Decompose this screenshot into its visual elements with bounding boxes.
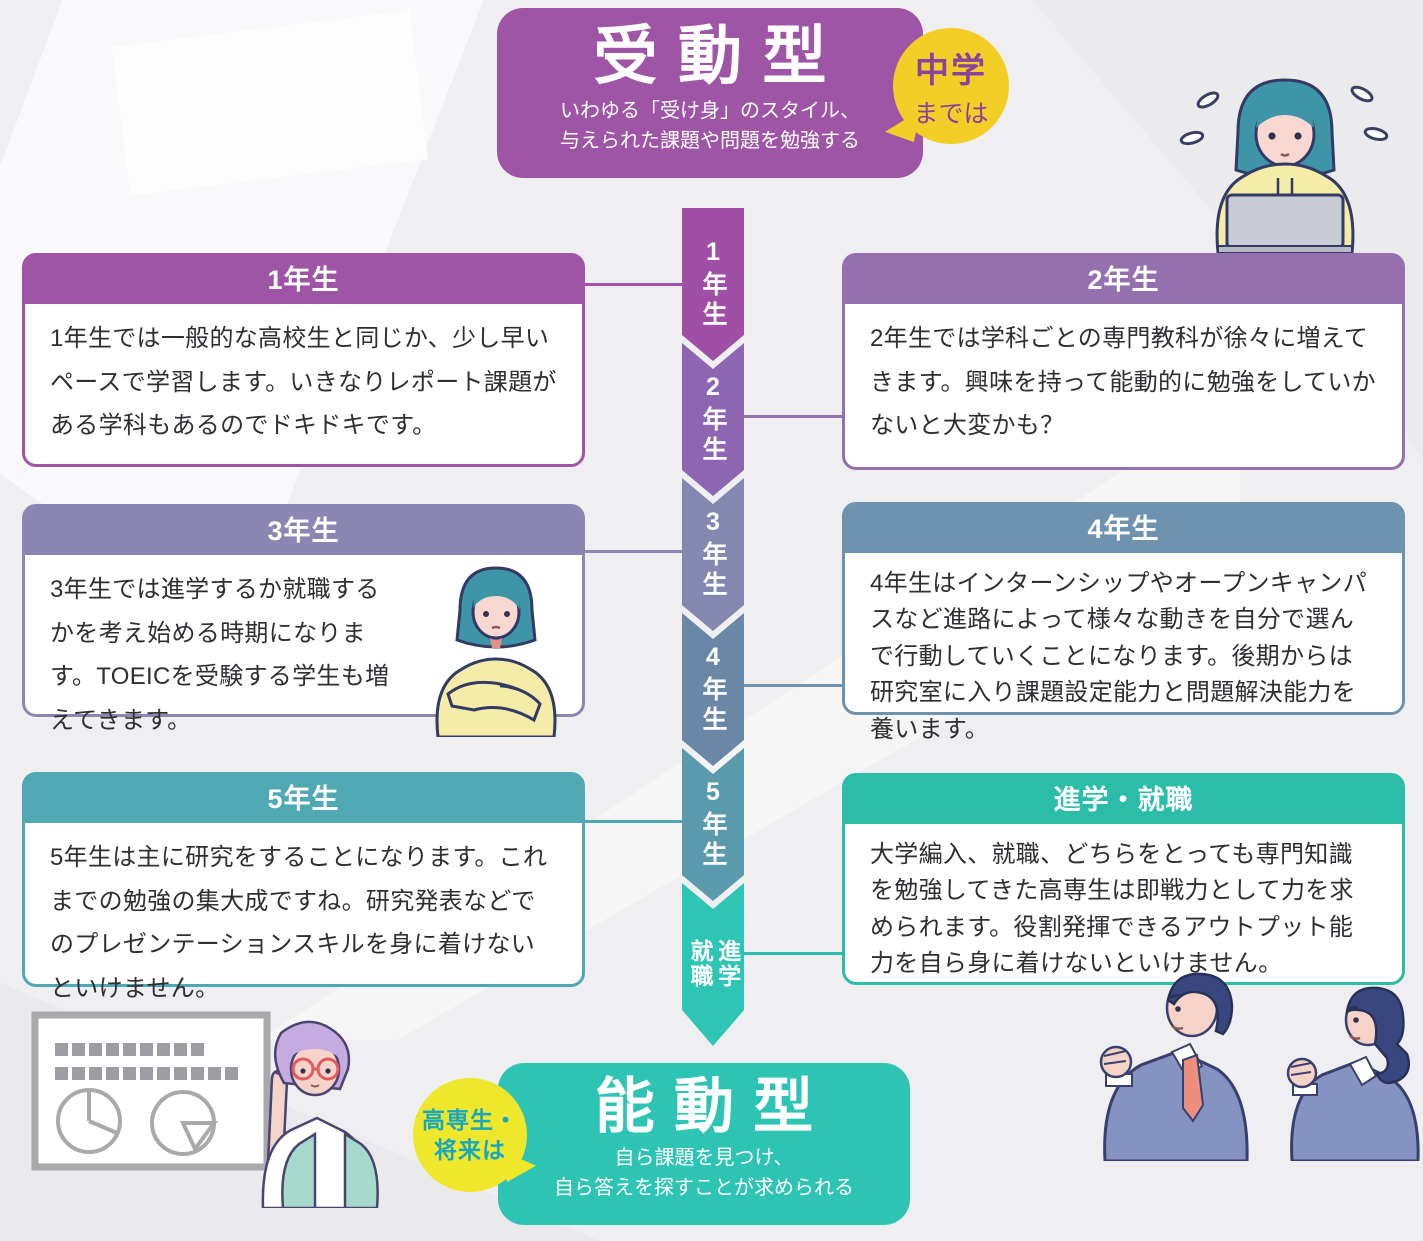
card-grade4-body: 4年生はインターンシップやオープンキャンパスなど進路によって様々な動きを自分で選… [870,570,1368,743]
connector-grade2 [742,415,844,418]
kosen-future-badge-line2: 将来は [434,1137,506,1163]
connector-career [742,952,844,955]
card-grade4-header: 4年生 [845,505,1402,553]
connector-grade4 [742,684,844,687]
card-grade4: 4年生 4年生はインターンシップやオープンキャンパスなど進路によって様々な動きを… [842,502,1405,743]
card-grade3-body: 3年生では進学するか就職するかを考え始める時期になります。TOEICを受験する学… [50,576,390,735]
junior-high-badge: 中学 までは [893,28,1009,144]
timeline-label-grade5: 5年生 [699,777,727,871]
card-career-body: 大学編入、就職、どちらをとっても専門知識を勉強してきた高専生は即戦力として力を求… [870,841,1354,978]
connector-grade5 [580,820,684,823]
card-career: 進学・就職 大学編入、就職、どちらをとっても専門知識を勉強してきた高専生は即戦力… [842,773,1405,985]
connector-grade3 [580,550,684,553]
card-grade5-header: 5年生 [25,775,582,823]
junior-high-badge-line1: 中学 [915,51,987,90]
active-subtitle-line1: 自ら課題を見つけ、 [614,1147,794,1169]
kosen-future-badge-line1: 高専生・ [422,1107,518,1133]
connector-grade1 [580,283,684,286]
card-grade5-body: 5年生は主に研究をすることになります。これまでの勉強の集大成ですね。研究発表など… [50,844,548,1003]
timeline-label-grade1: 1年生 [699,237,727,331]
card-grade2-header: 2年生 [845,256,1402,304]
card-grade1-header: 1年生 [25,256,582,304]
card-grade1: 1年生 1年生では一般的な高校生と同じか、少し早いペースで学習します。いきなりレ… [22,253,585,467]
card-grade3-header: 3年生 [25,507,582,555]
card-grade1-body: 1年生では一般的な高校生と同じか、少し早いペースで学習します。いきなりレポート課… [50,325,557,440]
passive-subtitle-line1: いわゆる「受け身」のスタイル、 [560,100,860,122]
passive-type-box: 受動型 いわゆる「受け身」のスタイル、 与えられた課題や問題を勉強する [497,8,923,178]
background-facet [111,10,429,196]
active-type-box: 能動型 自ら課題を見つけ、 自ら答えを探すことが求められる [498,1063,910,1225]
timeline-label-grade2: 2年生 [699,372,727,466]
passive-subtitle-line2: 与えられた課題や問題を勉強する [560,130,860,152]
card-career-header: 進学・就職 [845,776,1402,824]
kosen-future-badge: 高専生・ 将来は [413,1078,527,1192]
active-type-title: 能動型 [594,1073,833,1140]
passive-type-title: 受動型 [593,20,847,92]
active-subtitle-line2: 自ら答えを探すことが求められる [554,1177,854,1199]
junior-high-badge-line2: までは [913,99,989,128]
two-young-professionals-illustration [1099,972,1420,1161]
presentation-board [31,1011,271,1171]
card-grade2-body: 2年生では学科ごとの専門教科が徐々に増えてきます。興味を持って能動的に勉強をして… [870,325,1376,440]
timeline-label-grade3: 3年生 [699,507,727,601]
card-grade3: 3年生 3年生では進学するか就職するかを考え始める時期になります。TOEICを受… [22,504,585,734]
card-grade2: 2年生 2年生では学科ごとの専門教科が徐々に増えてきます。興味を持って能動的に勉… [842,253,1405,470]
girl-studying-at-laptop-illustration [1179,78,1389,253]
student-presenting-chart-illustration [31,1011,379,1208]
timeline-label-career: 進学 就職 [687,939,741,989]
timeline-label-grade4: 4年生 [699,642,727,736]
timeline-segment-1 [682,208,744,361]
card-grade5: 5年生 5年生は主に研究をすることになります。これまでの勉強の集大成ですね。研究… [22,772,585,1002]
